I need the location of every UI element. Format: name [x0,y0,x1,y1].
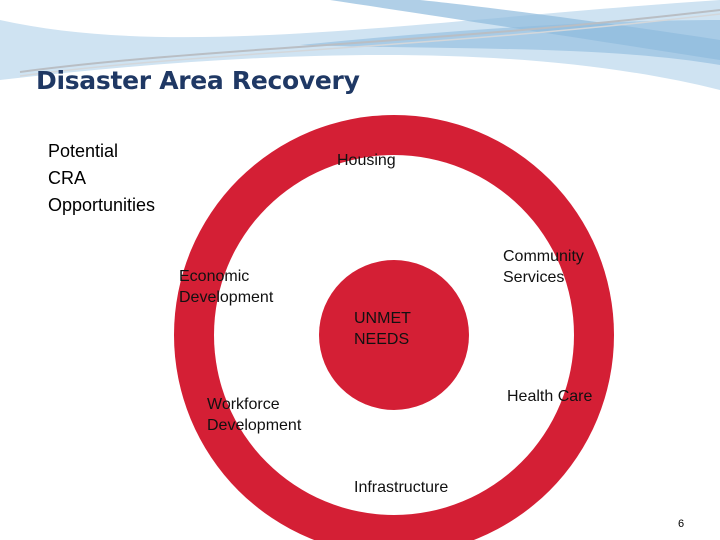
side-label: Potential CRA Opportunities [48,141,156,215]
ring-label-workforce-development: Workforce Development [207,396,302,434]
header-wave-decoration [0,0,720,90]
slide-title: Disaster Area Recovery [36,66,360,95]
ring-label-community-services: Community Services [503,248,584,286]
center-circle [319,260,469,410]
ring-label-health-care: Health Care [507,388,593,405]
ring-label-infrastructure: Infrastructure [354,479,449,496]
ring-label-housing: Housing [337,152,396,169]
wave-band-dark [330,0,720,60]
wave-line [19,13,720,77]
wave-line [19,9,720,73]
page-number: 6 [678,518,685,530]
ring-label-economic-development: Economic Development [179,268,274,306]
center-label: UNMET NEEDS [354,310,411,348]
